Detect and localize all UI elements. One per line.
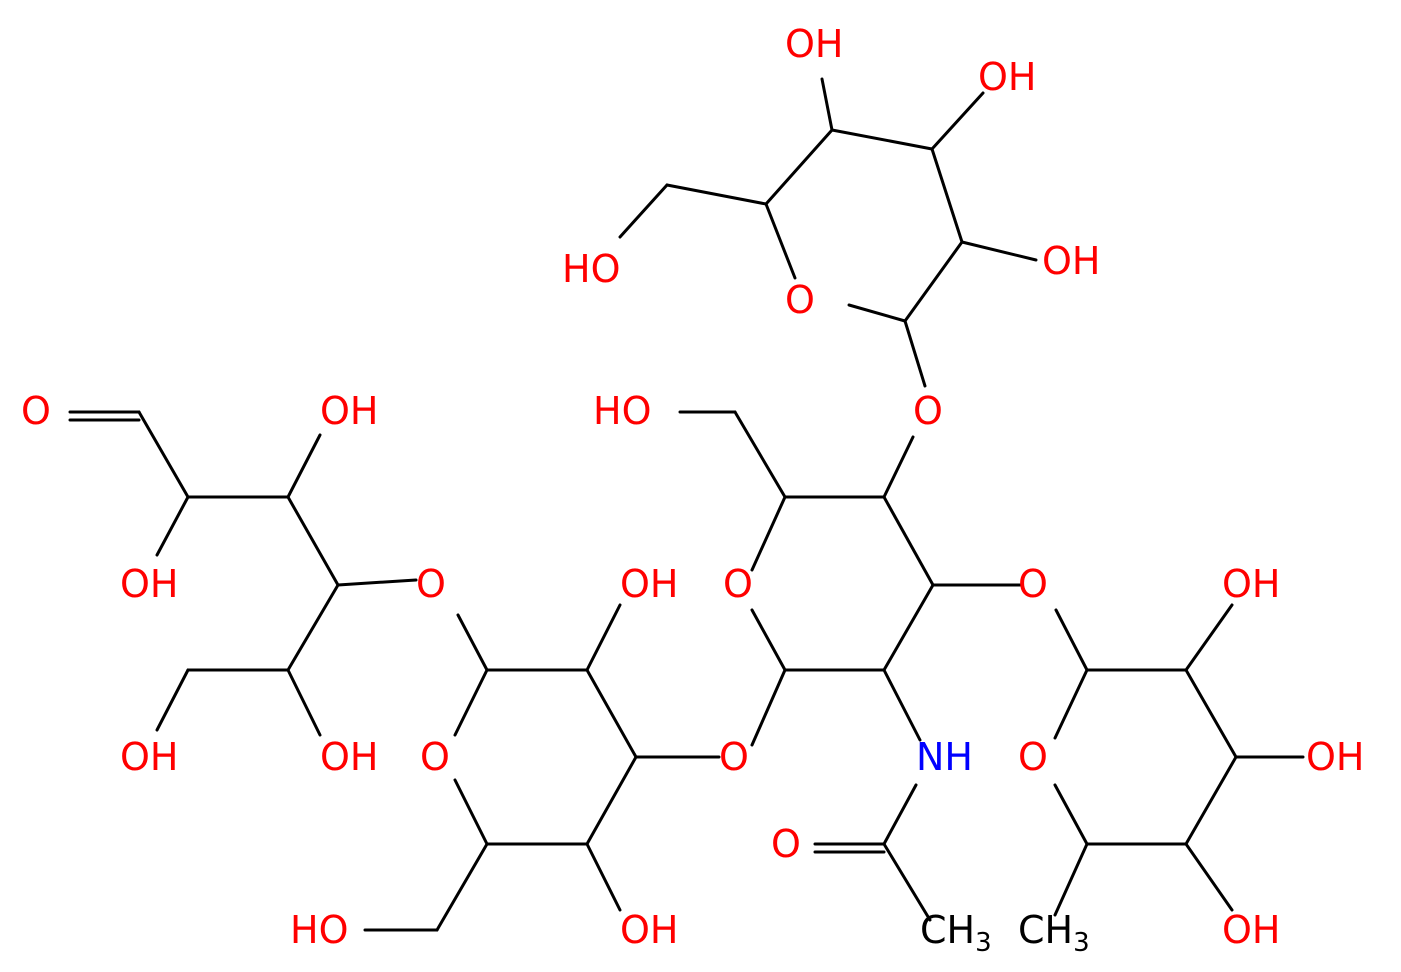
ring-oxygen-label: O [785,278,815,322]
carbon-labels: CH3 CH3 [920,908,1090,958]
hydroxyl-label: OH [620,908,678,952]
hydroxyl-label: OH [785,22,843,66]
hydroxyl-label: HO [562,247,620,291]
hydroxyl-label: HO [290,908,348,952]
methyl-label: CH3 [920,908,992,958]
hydroxyl-label: OH [978,55,1036,99]
hydroxyl-label: OH [120,735,178,779]
nitrogen-labels: NH [916,735,973,779]
amide-nitrogen-label: NH [916,735,973,779]
bonds [68,77,1305,932]
hydroxyl-label: OH [1222,908,1280,952]
ring-oxygen-label: O [420,735,450,779]
aldehyde-oxygen-label: O [21,389,51,433]
hydroxyl-label: OH [1222,562,1280,606]
glycosidic-oxygen-label: O [416,562,446,606]
hydroxyl-label: OH [1042,239,1100,283]
hydroxyl-label: OH [120,562,178,606]
hydroxyl-label: HO [593,389,651,433]
hydroxyl-label: OH [620,562,678,606]
glycosidic-oxygen-label: O [913,389,943,433]
ring-oxygen-label: O [723,562,753,606]
hydroxyl-label: OH [1306,735,1364,779]
glycosidic-oxygen-label: O [1018,562,1048,606]
atom-labels: OH OH OH HO O O HO O OH OH O OH O O OH O… [21,22,1364,952]
hydroxyl-label: OH [320,735,378,779]
carbonyl-oxygen-label: O [771,822,801,866]
methyl-label: CH3 [1018,908,1090,958]
ring-oxygen-label: O [1018,735,1048,779]
glycosidic-oxygen-label: O [719,735,749,779]
hydroxyl-label: OH [320,389,378,433]
